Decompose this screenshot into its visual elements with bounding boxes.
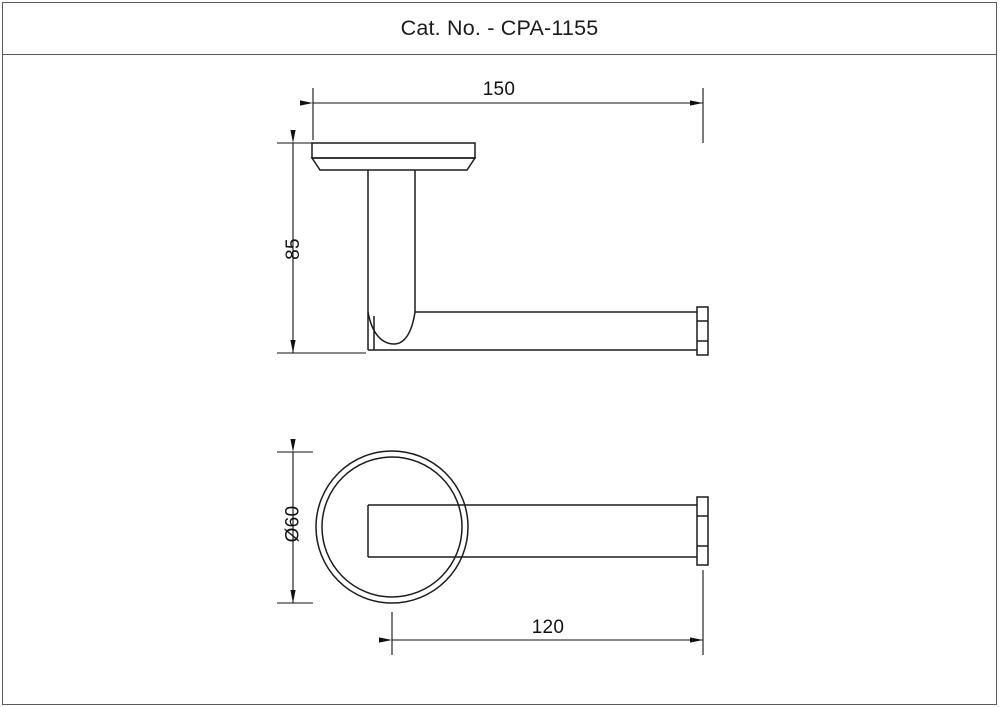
title-block: Cat. No. - CPA-1155 bbox=[2, 2, 997, 55]
plan-arm-end-cap bbox=[696, 496, 709, 566]
dimension-150 bbox=[300, 88, 704, 143]
wall-plate bbox=[310, 142, 477, 171]
horizontal-arm bbox=[367, 311, 697, 351]
post-arm-fillet bbox=[367, 311, 416, 345]
dimension-dia-60 bbox=[277, 439, 313, 604]
plan-arm bbox=[367, 504, 697, 558]
dimension-label-120: 120 bbox=[531, 617, 565, 638]
dimension-label-150: 150 bbox=[482, 79, 516, 100]
plan-view-dimension-lines bbox=[277, 439, 704, 655]
catalog-number-title: Cat. No. - CPA-1155 bbox=[400, 15, 599, 40]
plan-view bbox=[315, 450, 709, 604]
vertical-post bbox=[367, 170, 416, 312]
front-elevation-view bbox=[310, 142, 709, 356]
dimension-label-dia-60: Ø60 bbox=[282, 505, 304, 543]
dimension-label-85: 85 bbox=[282, 238, 304, 260]
dimension-120 bbox=[379, 570, 704, 655]
flange-circles bbox=[315, 450, 469, 604]
arm-end-cap bbox=[696, 306, 709, 356]
front-view-dimension-lines bbox=[277, 88, 704, 354]
dimension-85 bbox=[277, 130, 366, 354]
